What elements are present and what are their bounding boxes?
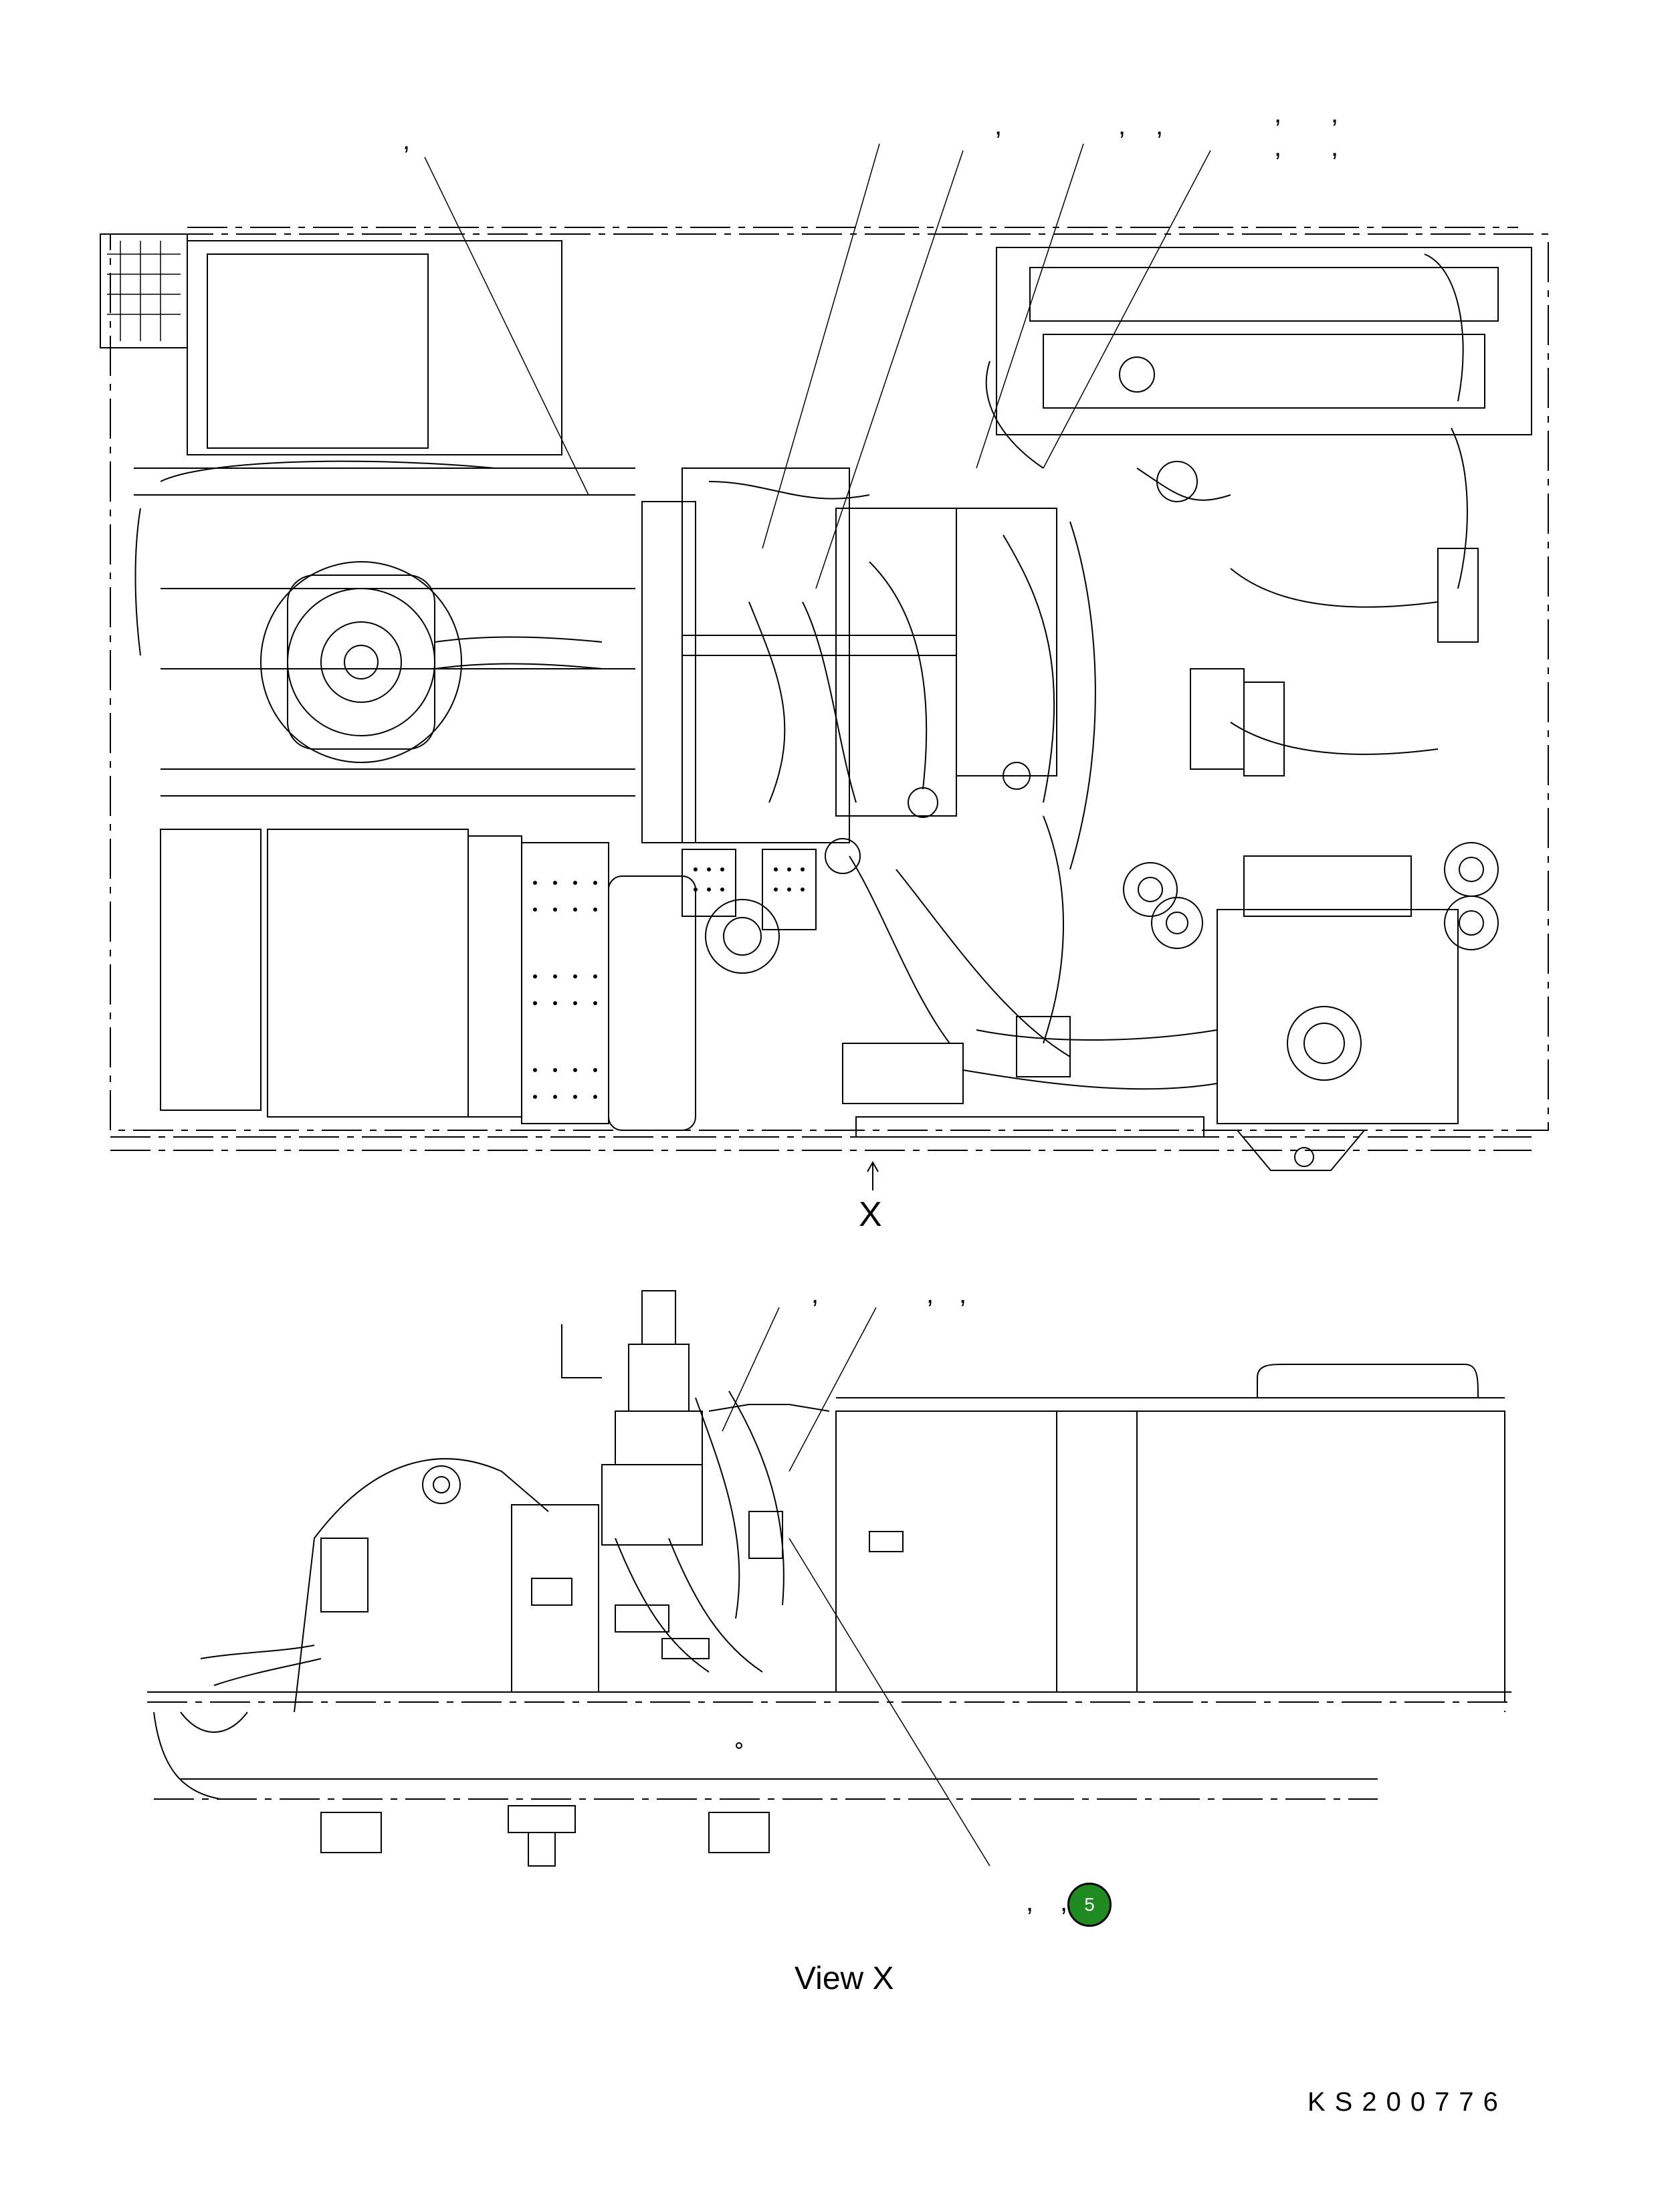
view-title: View X (795, 1961, 894, 1996)
separator-label: , (1156, 111, 1164, 140)
side-view (147, 1290, 1511, 1867)
callout-number: 5 (1084, 1894, 1095, 1915)
separator-label: , (811, 1279, 819, 1309)
separator-label: , (1060, 1887, 1068, 1917)
separator-label: , (994, 111, 1003, 140)
separator-label: , (926, 1279, 934, 1309)
separator-label: , (1118, 111, 1126, 140)
view-arrow-label: X (859, 1195, 882, 1234)
callout-badge[interactable]: 5 (1067, 1883, 1112, 1927)
separator-label: , (403, 126, 411, 155)
separator-label: , (1274, 132, 1282, 162)
top-view (100, 143, 1549, 1190)
separator-label: , (1274, 99, 1282, 128)
separator-label: , (1331, 99, 1339, 128)
separator-label: , (1026, 1887, 1034, 1917)
separator-label: , (1331, 132, 1339, 162)
drawing-code: KS200776 (1307, 2087, 1507, 2117)
separator-label: , (959, 1279, 967, 1309)
